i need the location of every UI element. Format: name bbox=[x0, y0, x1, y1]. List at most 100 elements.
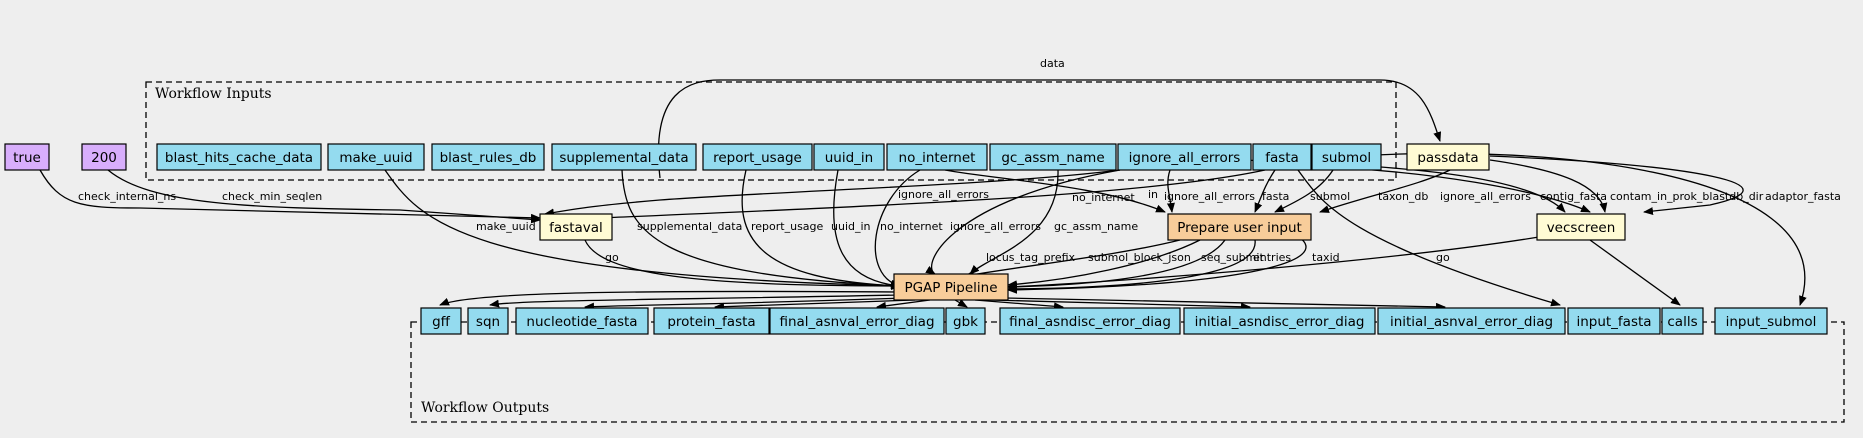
node-box bbox=[4, 143, 50, 171]
node-label: report_usage bbox=[713, 150, 802, 166]
node-make-uuid: make_uuid bbox=[327, 143, 425, 171]
node-supplemental-data: supplemental_data bbox=[551, 143, 697, 171]
node-box bbox=[1714, 307, 1828, 335]
node-label: make_uuid bbox=[339, 150, 412, 166]
edge-prepare-pgap-2 bbox=[1007, 239, 1201, 289]
node-label: input_submol bbox=[1726, 314, 1817, 330]
edge-pgap-finalasndisc bbox=[974, 299, 1064, 311]
edge-fasta-inputfasta bbox=[1297, 169, 1561, 307]
node-box bbox=[945, 307, 986, 335]
edge-passdata-prepare bbox=[1319, 169, 1451, 213]
node-box bbox=[539, 213, 613, 241]
node-pgap: PGAP Pipeline bbox=[893, 273, 1009, 301]
node-label: protein_fasta bbox=[667, 314, 755, 330]
node-box bbox=[989, 143, 1117, 171]
node-label: passdata bbox=[1417, 150, 1478, 166]
edge-label-ignore-pgap: ignore_all_errors bbox=[950, 220, 1041, 233]
node-submol: submol bbox=[1311, 143, 1382, 171]
node-blast-hits-cache-data: blast_hits_cache_data bbox=[156, 143, 322, 171]
edge-label-go-vecscreen: go bbox=[1436, 251, 1450, 264]
node-label: initial_asndisc_error_diag bbox=[1195, 314, 1365, 330]
edge-pgap-sqn bbox=[489, 294, 901, 308]
node-box bbox=[1167, 213, 1312, 241]
edge-label-seq-submit: seq_submit bbox=[1201, 251, 1264, 264]
edge-pgap-gbk bbox=[954, 299, 968, 308]
node-nucleotide-fasta: nucleotide_fasta bbox=[515, 307, 649, 335]
edge-pgap-nucfasta bbox=[584, 297, 906, 311]
node-box bbox=[431, 143, 545, 171]
edge-200-fastaval bbox=[107, 169, 541, 224]
node-label: blast_rules_db bbox=[440, 150, 537, 166]
node-ignore-all-errors: ignore_all_errors bbox=[1117, 143, 1252, 171]
edge-gcassm-pgap bbox=[969, 169, 1059, 275]
node-fasta: fasta bbox=[1252, 143, 1312, 171]
node-box bbox=[893, 273, 1009, 301]
edge-pgap-protfasta bbox=[714, 299, 916, 311]
edge-passdata-vecscreen-1 bbox=[1489, 159, 1608, 213]
edge-prepare-pgap-1 bbox=[964, 239, 1181, 279]
edge-label-taxid: taxid bbox=[1312, 251, 1340, 264]
edge-label-locus-tag: locus_tag_prefix bbox=[986, 251, 1076, 264]
node-gbk: gbk bbox=[945, 307, 986, 335]
node-passdata: passdata bbox=[1406, 143, 1490, 171]
node-label: gff bbox=[432, 314, 451, 330]
edge-label-fasta-prepare: fasta bbox=[1262, 190, 1289, 203]
edge-nointernet-pgap bbox=[874, 169, 921, 288]
node-label: fastaval bbox=[549, 220, 603, 236]
node-no-internet: no_internet bbox=[886, 143, 988, 171]
node-label: final_asnval_error_diag bbox=[779, 314, 934, 330]
edge-label-go-fastaval: go bbox=[605, 251, 619, 264]
edges bbox=[39, 79, 1807, 311]
node-label: PGAP Pipeline bbox=[904, 280, 997, 296]
node-label: 200 bbox=[91, 150, 117, 166]
node-gff: gff bbox=[420, 307, 462, 335]
edge-label-supplemental: supplemental_data bbox=[637, 220, 742, 233]
edge-label-submol-block: submol_block_json bbox=[1088, 251, 1191, 264]
node-final-asnval-error-diag: final_asnval_error_diag bbox=[769, 307, 945, 335]
node-box bbox=[467, 307, 509, 335]
node-input-submol: input_submol bbox=[1714, 307, 1828, 335]
node-box bbox=[156, 143, 322, 171]
edge-pgap-initasndisc bbox=[989, 299, 1251, 311]
node-box bbox=[1252, 143, 1312, 171]
edge-label-contig-fasta: contig_fasta bbox=[1540, 190, 1607, 203]
edge-label-ignore-prepare: ignore_all_errors bbox=[1164, 190, 1255, 203]
node-n200: 200 bbox=[81, 143, 127, 171]
workflow-inputs-label: Workflow Inputs bbox=[155, 86, 272, 102]
node-label: gc_assm_name bbox=[1001, 150, 1104, 166]
node-label: input_fasta bbox=[1576, 314, 1651, 330]
node-label: uuid_in bbox=[825, 150, 874, 166]
edge-prepare-pgap-3 bbox=[1007, 239, 1226, 291]
edge-nointernet-prepare bbox=[944, 169, 1166, 213]
node-box bbox=[1311, 143, 1382, 171]
node-report-usage: report_usage bbox=[702, 143, 813, 171]
node-box bbox=[886, 143, 988, 171]
edge-label-uuid-in: uuid_in bbox=[831, 220, 871, 233]
node-initial-asndisc-error-diag: initial_asndisc_error_diag bbox=[1183, 307, 1376, 335]
node-box bbox=[1661, 307, 1704, 335]
edge-label-entries: entries bbox=[1253, 251, 1291, 264]
node-box bbox=[515, 307, 649, 335]
node-box bbox=[813, 143, 885, 171]
edge-label-data: data bbox=[1040, 57, 1065, 70]
workflow-outputs-cluster bbox=[410, 321, 1845, 423]
node-initial-asnval-error-diag: initial_asnval_error_diag bbox=[1377, 307, 1566, 335]
edge-label-adaptor: adaptor_fasta bbox=[1765, 190, 1841, 203]
node-box bbox=[81, 143, 127, 171]
edge-data bbox=[657, 79, 1442, 179]
node-box bbox=[327, 143, 425, 171]
node-label: calls bbox=[1667, 314, 1697, 330]
edge-ignore-pgap bbox=[925, 169, 1121, 275]
node-label: submol bbox=[1322, 150, 1371, 166]
node-label: sqn bbox=[476, 314, 500, 330]
node-label: Prepare user input bbox=[1177, 220, 1302, 236]
node-box bbox=[1377, 307, 1566, 335]
node-box bbox=[999, 307, 1181, 335]
edge-label-gc-assm: gc_assm_name bbox=[1054, 220, 1138, 233]
edge-label-ignore-vecscreen: ignore_all_errors bbox=[1440, 190, 1531, 203]
edge-fasta-inputsubmol bbox=[1309, 152, 1807, 306]
edge-vecscreen-calls bbox=[1589, 239, 1681, 306]
node-label: initial_asnval_error_diag bbox=[1390, 314, 1553, 330]
edge-label-in: in bbox=[1148, 188, 1158, 201]
